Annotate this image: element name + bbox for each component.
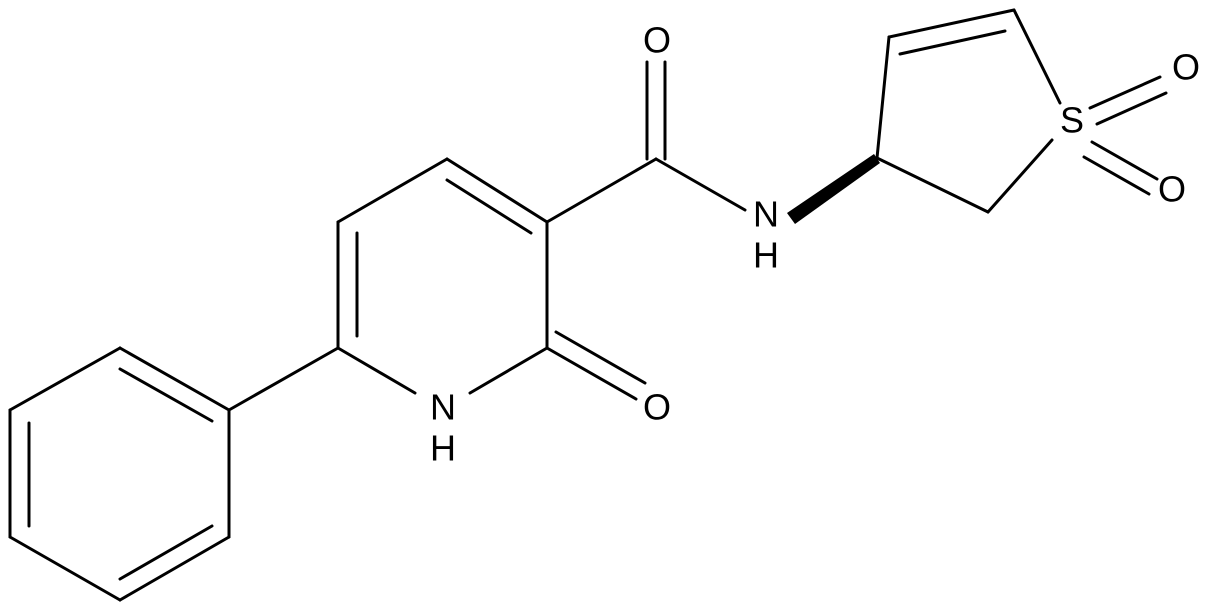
atom-label-h: H	[430, 428, 456, 469]
sulfone-bond	[1095, 91, 1168, 126]
sulfolene-ring	[875, 8, 1168, 214]
sulfone-bond	[1088, 75, 1162, 110]
ring-bond	[1012, 8, 1062, 105]
amide-group	[545, 60, 747, 224]
ring-bond	[468, 346, 549, 395]
phenyl-pyridone-bond	[227, 346, 340, 412]
ring-bond	[887, 8, 1016, 39]
sulfone-bond	[1082, 155, 1151, 196]
phenyl-bond	[118, 346, 231, 412]
atom-label-o: O	[643, 20, 671, 61]
phenyl-double-bond	[118, 367, 214, 423]
phenyl-double-bond	[118, 524, 214, 581]
atom-label-n: N	[430, 387, 456, 428]
ring-bond	[336, 346, 417, 395]
atom-label-s: S	[1060, 100, 1084, 141]
phenyl-bond	[8, 346, 122, 412]
phenyl-bond	[118, 535, 231, 602]
ring-bond	[875, 156, 990, 214]
ring-bond	[336, 157, 449, 224]
atom-label-o: O	[1158, 169, 1186, 210]
phenyl-ring	[8, 346, 231, 602]
ring-bond	[875, 35, 891, 160]
ring-double-bond	[445, 178, 533, 235]
atom-label-o: O	[1172, 47, 1200, 88]
ring-carbonyl-bond	[554, 330, 647, 385]
ring-bond	[986, 138, 1054, 214]
amide-bond	[545, 157, 658, 224]
ring-double-bond	[898, 29, 1007, 56]
atom-label-o: O	[643, 387, 671, 428]
atom-label-h: H	[753, 235, 779, 276]
ring-carbonyl-bond	[545, 346, 638, 401]
phenyl-bond	[8, 535, 122, 602]
pyridone-ring	[336, 157, 647, 401]
ring-bond	[445, 157, 549, 224]
sulfone-bond	[1090, 140, 1159, 181]
amide-cn-bond	[654, 157, 747, 212]
atom-label-n: N	[753, 194, 779, 235]
wedge-bond	[787, 154, 880, 224]
